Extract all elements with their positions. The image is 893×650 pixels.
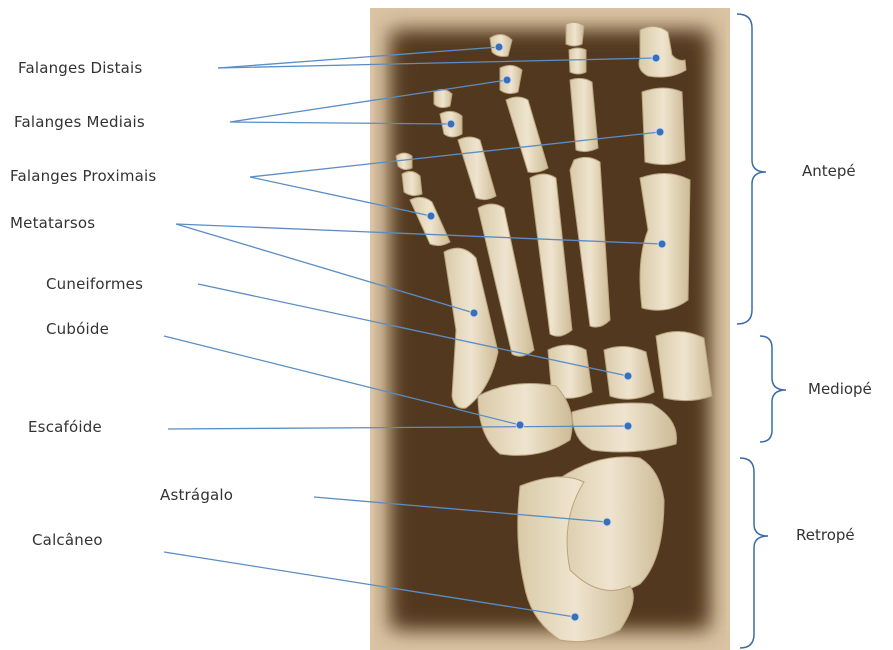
bone-proximal-phalanx-1 — [642, 88, 685, 165]
region-label-antepe: Antepé — [802, 162, 856, 180]
pin-astragalo — [603, 518, 611, 526]
region-brackets — [737, 14, 786, 648]
pin-cuneiformes — [624, 372, 632, 380]
label-falanges-distais: Falanges Distais — [18, 59, 142, 77]
pin-calcaneo — [571, 613, 579, 621]
label-cuboide: Cubóide — [46, 320, 109, 338]
label-falanges-proximais: Falanges Proximais — [10, 167, 156, 185]
label-falanges-mediais: Falanges Mediais — [14, 113, 145, 131]
label-metatarsos: Metatarsos — [10, 214, 95, 232]
bracket-mediope — [760, 336, 786, 442]
bone-middle-phalanx-5 — [402, 171, 422, 195]
pin-falanges-distais-2 — [652, 54, 660, 62]
pin-falanges-distais-1 — [495, 43, 503, 51]
label-astragalo: Astrágalo — [160, 486, 233, 504]
region-label-retrope: Retropé — [796, 526, 855, 544]
bone-cuboid — [478, 384, 572, 456]
label-calcaneo: Calcâneo — [32, 531, 103, 549]
bracket-retrope — [740, 458, 768, 648]
bone-cuneiform-medial — [656, 331, 712, 400]
pin-falanges-mediais-1 — [503, 76, 511, 84]
bone-distal-phalanx-2 — [566, 22, 584, 46]
pin-falanges-mediais-2 — [447, 120, 455, 128]
region-label-mediope: Mediopé — [808, 380, 872, 398]
bone-middle-phalanx-2 — [569, 48, 586, 74]
pin-falanges-proximais-2 — [427, 212, 435, 220]
pin-falanges-proximais-1 — [656, 128, 664, 136]
pin-metatarsos-1 — [658, 240, 666, 248]
bone-distal-phalanx-4 — [434, 89, 452, 107]
bracket-antepe — [737, 14, 766, 324]
pin-metatarsos-2 — [470, 309, 478, 317]
pin-cuboide — [516, 421, 524, 429]
pin-escafoide — [624, 422, 632, 430]
label-escafoide: Escafóide — [28, 418, 102, 436]
label-cuneiformes: Cuneiformes — [46, 275, 143, 293]
